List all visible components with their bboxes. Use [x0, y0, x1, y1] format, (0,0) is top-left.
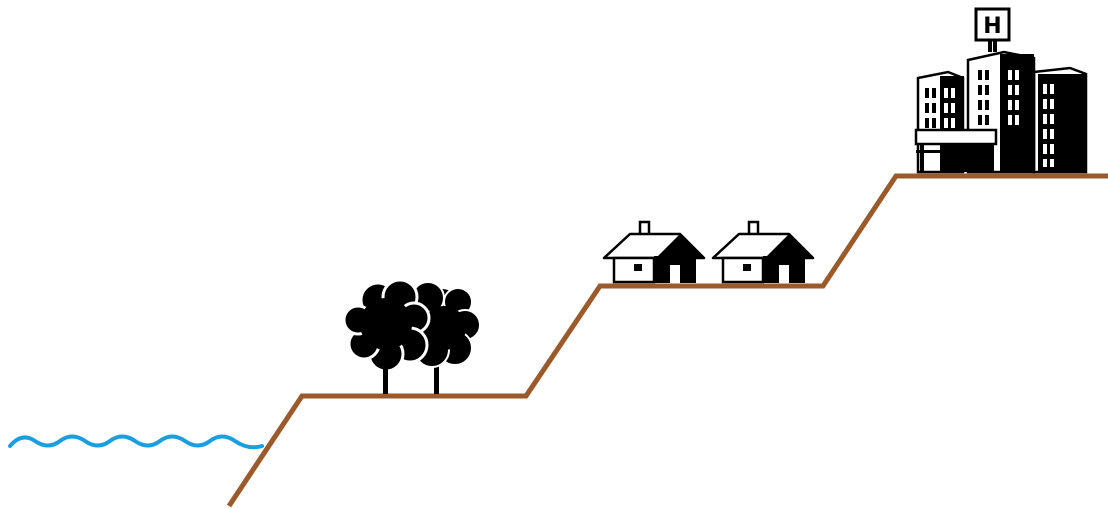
house-icon — [604, 222, 704, 283]
hospital-building-icon: H — [916, 9, 1086, 172]
trees-icon — [344, 280, 480, 394]
water-waves-icon — [10, 437, 262, 448]
hospital-sign-letter: H — [983, 14, 1001, 39]
house-icon — [713, 222, 813, 283]
